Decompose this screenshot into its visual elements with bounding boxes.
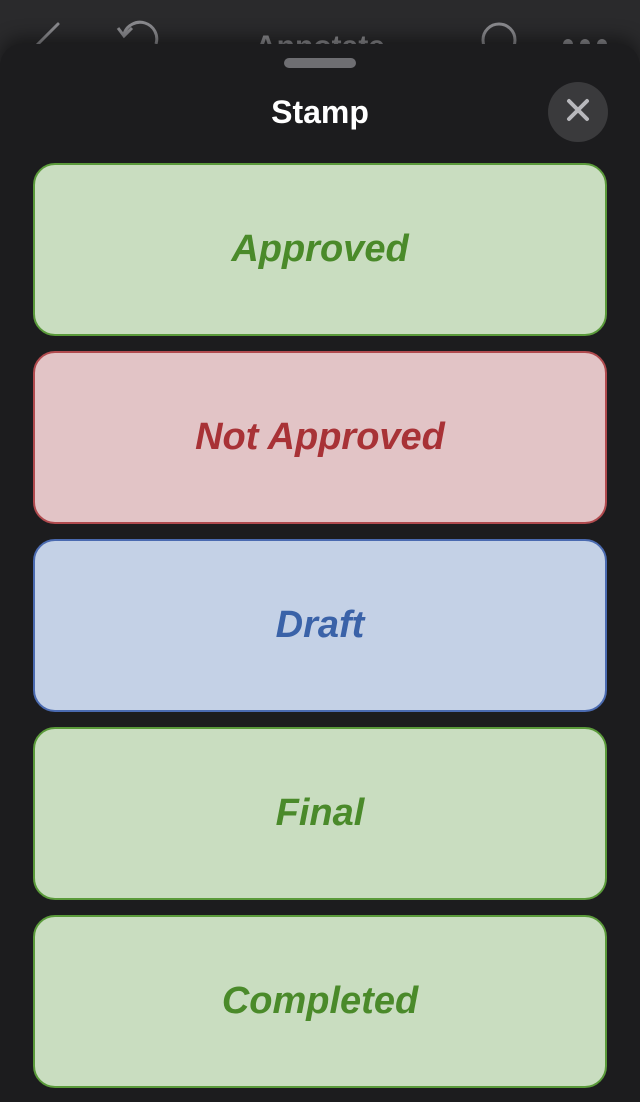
- stamp-label: Approved: [231, 228, 409, 270]
- stamp-label: Not Approved: [195, 416, 445, 458]
- close-icon: [565, 97, 591, 128]
- stamp-approved[interactable]: Approved: [33, 163, 607, 336]
- stamp-label: Completed: [221, 980, 419, 1022]
- back-arrow-icon[interactable]: [30, 18, 64, 57]
- stamp-label: Draft: [275, 604, 365, 646]
- stamp-list: Approved Not Approved Draft Final Comple…: [33, 163, 607, 1102]
- stamp-not-approved[interactable]: Not Approved: [33, 351, 607, 524]
- sheet-title: Stamp: [271, 94, 369, 130]
- stamp-sheet: Stamp Approved Not Approved Draft Final: [0, 44, 640, 1102]
- sheet-grabber[interactable]: [284, 58, 356, 68]
- stamp-completed[interactable]: Completed: [33, 915, 607, 1088]
- close-button[interactable]: [548, 82, 608, 142]
- stamp-final[interactable]: Final: [33, 727, 607, 900]
- stamp-draft[interactable]: Draft: [33, 539, 607, 712]
- undo-icon[interactable]: [114, 18, 162, 57]
- stamp-label: Final: [275, 792, 365, 834]
